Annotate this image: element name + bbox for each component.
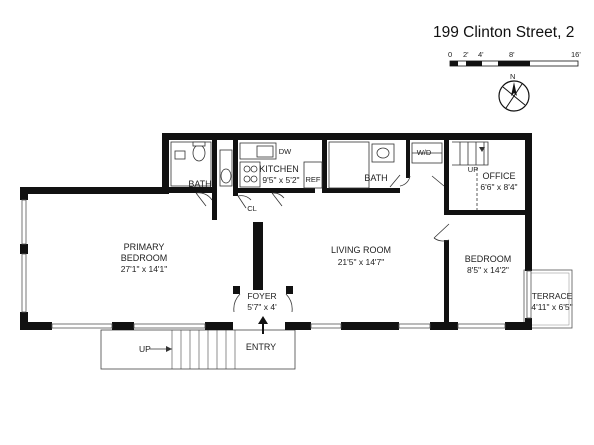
closet-label: CL <box>247 204 257 213</box>
refrigerator-label: REF <box>306 175 321 184</box>
primary-bedroom-label: PRIMARY <box>124 242 165 252</box>
office-dims: 6'6" x 8'4" <box>480 182 517 192</box>
office-label: OFFICE <box>483 171 516 181</box>
office-stairs-up-label: UP <box>468 165 478 174</box>
scale-tick-16: 16' <box>571 50 581 59</box>
kitchen-label: KITCHEN <box>259 164 299 174</box>
scale-tick-8: 8' <box>509 50 515 59</box>
stairs-up-label: UP <box>139 344 151 354</box>
address-title: 199 Clinton Street, 2 <box>433 24 574 41</box>
foyer-label: FOYER <box>247 291 276 301</box>
kitchen-dims: 9'5" x 5'2" <box>262 175 299 185</box>
windows <box>21 199 532 329</box>
compass-north-label: N <box>510 72 515 81</box>
entry-arrow-icon <box>258 316 268 334</box>
dishwasher-label: DW <box>279 147 292 156</box>
bath-left-label: BATH <box>188 179 211 189</box>
scale-bar: 0 2' 4' 8' 16' <box>448 50 581 67</box>
entry-stairs: UP <box>100 329 296 370</box>
scale-tick-2: 2' <box>463 50 469 59</box>
living-room-dims: 21'5" x 14'7" <box>338 257 385 267</box>
bedroom-dims: 8'5" x 14'2" <box>467 265 509 275</box>
walls <box>20 133 532 330</box>
scale-tick-4: 4' <box>478 50 484 59</box>
doors <box>195 174 450 313</box>
primary-bedroom-label-line2: BEDROOM <box>121 253 168 263</box>
fixtures <box>170 141 489 210</box>
living-room-label: LIVING ROOM <box>331 245 391 255</box>
bedroom-label: BEDROOM <box>465 254 512 264</box>
terrace-label: TERRACE <box>532 291 573 301</box>
primary-bedroom-dims: 27'1" x 14'1" <box>121 264 168 274</box>
foyer-dims: 5'7" x 4' <box>247 302 277 312</box>
bath-right-label: BATH <box>364 173 387 183</box>
washer-dryer-label: W/D <box>417 148 432 157</box>
scale-tick-0: 0 <box>448 50 452 59</box>
compass-icon: N <box>498 72 530 112</box>
entry-label: ENTRY <box>246 342 276 352</box>
terrace-dims: 4'11" x 6'5" <box>531 302 572 312</box>
